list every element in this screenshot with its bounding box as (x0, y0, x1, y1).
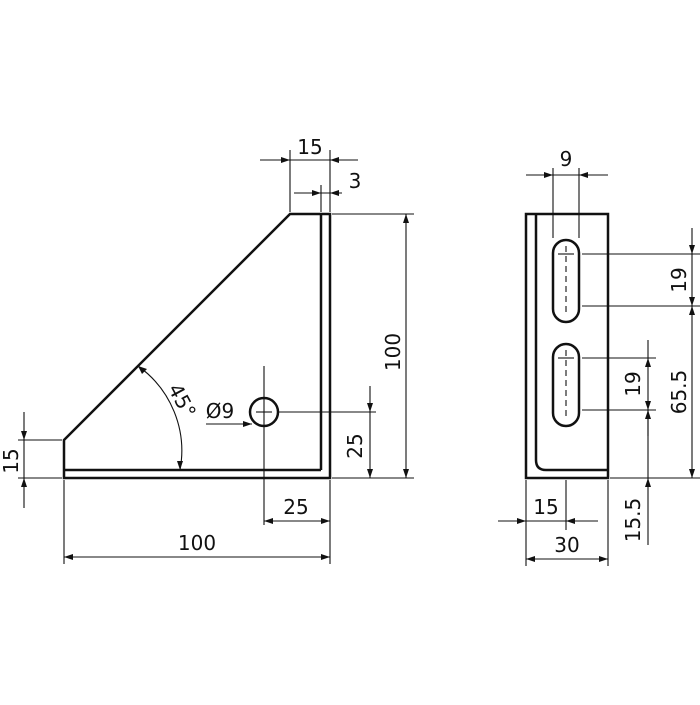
arrow (281, 157, 290, 163)
arrow (599, 556, 608, 562)
arrow (645, 410, 651, 419)
side-view: 9 19 65.5 19 15.5 15 (498, 147, 700, 566)
side-inner-flange (534, 214, 608, 472)
dim-hole-diameter-label: Ø9 (206, 399, 234, 423)
arrow (689, 245, 695, 254)
arrow (645, 401, 651, 410)
arrow (64, 554, 73, 560)
dim-angle-label: 45° (163, 379, 201, 422)
arrow (330, 190, 339, 196)
arrow (21, 431, 27, 440)
dim-slot-length-upper-label: 19 (667, 267, 691, 292)
arrow (403, 469, 409, 478)
arrow (312, 190, 321, 196)
dim-top-wall-label: 3 (349, 169, 362, 193)
dim-left-lip-label: 15 (0, 448, 23, 473)
arrow (138, 366, 147, 374)
arrow (367, 469, 373, 478)
arrow (330, 157, 339, 163)
dim-height-label: 100 (381, 333, 405, 371)
arrow (526, 556, 535, 562)
arrow (321, 554, 330, 560)
arrow (566, 518, 575, 524)
arrow (321, 518, 330, 524)
arrow (517, 518, 526, 524)
arrow (645, 478, 651, 487)
bracket-outline (62, 212, 332, 480)
dim-base-length-label: 100 (178, 531, 216, 555)
dim-bottom-offset-label: 15.5 (621, 498, 645, 543)
dim-side-width-label: 30 (554, 533, 579, 557)
arrow (579, 172, 588, 178)
arrow (689, 469, 695, 478)
arrow (21, 478, 27, 487)
dim-hole-offset-label: 25 (283, 495, 308, 519)
dim-slot-width-label: 9 (560, 147, 573, 171)
arrow (367, 403, 373, 412)
dim-slot-length-lower-label: 19 (621, 371, 645, 396)
dim-top-width-label: 15 (297, 135, 322, 159)
arrow (544, 172, 553, 178)
front-view: 15 3 100 15 45° Ø9 25 (0, 135, 414, 564)
angle-arc (137, 365, 183, 471)
lower-slot (551, 342, 581, 428)
arrow (177, 461, 183, 470)
arrow (645, 358, 651, 367)
arrow (264, 518, 273, 524)
arrow (403, 214, 409, 223)
dim-slot-spacing-label: 65.5 (667, 370, 691, 415)
side-outline (524, 212, 610, 480)
dim-hole-height-label: 25 (343, 433, 367, 458)
arrow (689, 297, 695, 306)
dim-slot-center-label: 15 (533, 495, 558, 519)
arrow (243, 421, 252, 427)
upper-slot (551, 238, 581, 324)
arrow (689, 306, 695, 315)
